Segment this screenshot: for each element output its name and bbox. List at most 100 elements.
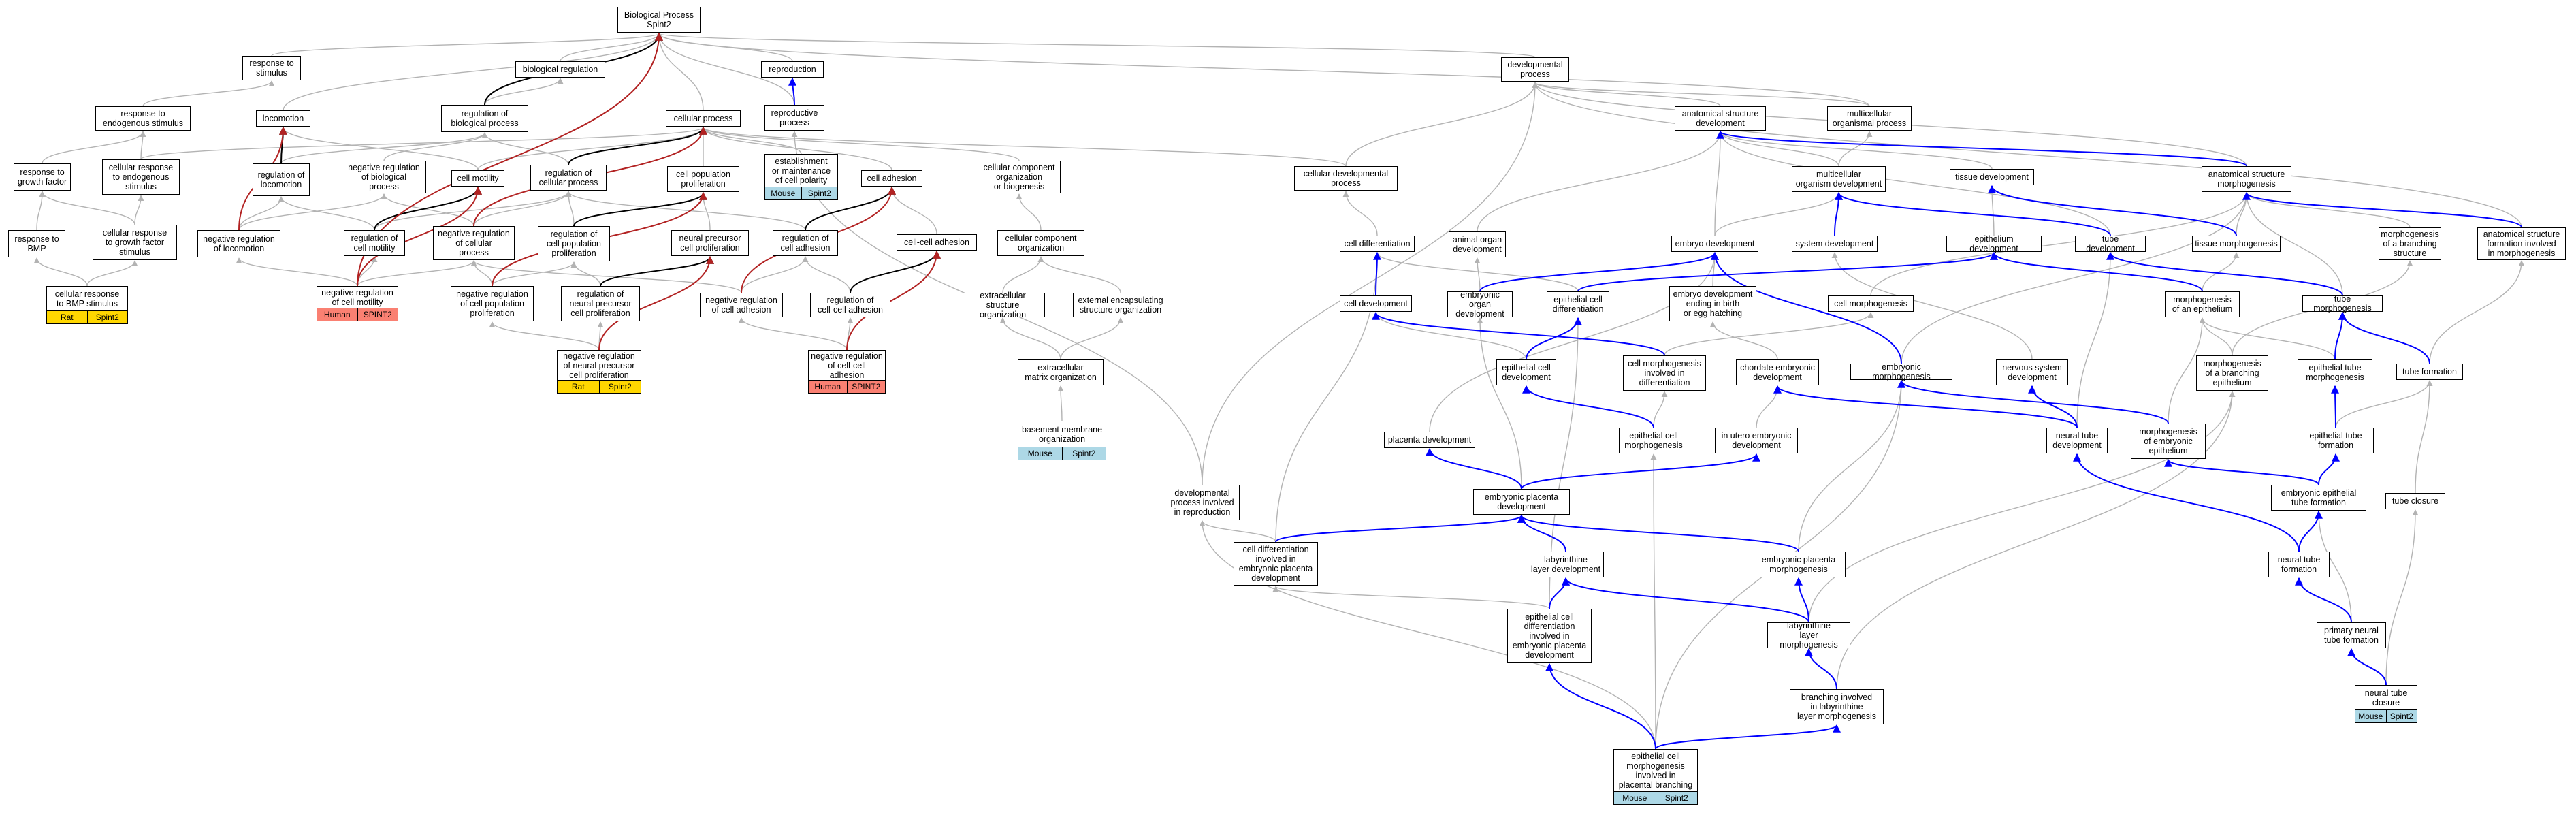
edge-neg-reg-neural-precursor-to-neural-precursor-prolif <box>598 255 714 351</box>
go-term-neg-reg-cellular-process: negative regulation of cellular process <box>433 226 515 260</box>
edge-basement-membrane-org-to-ecm-org <box>1057 385 1064 421</box>
edge-tube-development-to-multicellular-org-dev <box>1835 191 2111 236</box>
go-term-epithelial-cell-morph-placental: epithelial cell morphogenesis involved i… <box>1613 749 1698 791</box>
edge-epithelial-tube-formation-to-epithelial-tube-morph <box>2331 385 2340 428</box>
go-term-reg-bio-process: regulation of biological process <box>441 105 528 132</box>
edge-reg-cell-motility-to-cell-motility <box>374 186 482 231</box>
go-term-cell-pop-prolif: cell population proliferation <box>667 166 739 192</box>
gene-label: SPINT2 <box>846 381 885 393</box>
edge-tube-formation-to-anat-struct-formation <box>2429 260 2525 364</box>
go-term-cell-resp-bmp: cellular response to BMP stimulus <box>46 286 128 310</box>
edge-reproductive-process-to-reproduction <box>788 77 797 106</box>
gene-label: SPINT2 <box>357 308 398 321</box>
edge-nervous-system-dev-to-system-development <box>1831 252 2033 360</box>
edge-tissue-morphogenesis-to-tissue-development <box>1988 185 2237 236</box>
edge-neg-reg-cell-adhesion-to-reg-cell-adhesion <box>741 256 809 293</box>
edge-reg-cell-cell-adhesion-to-cell-cell-adhesion <box>850 250 941 293</box>
edge-neg-reg-bio-process-to-reg-bio-process <box>383 132 488 161</box>
edge-epithelial-cell-morph-placental-to-branching-labyrinthine <box>1655 724 1841 750</box>
edge-cellular-dev-process-to-cellular-process <box>700 127 1347 167</box>
edge-reg-neural-precursor-to-neural-precursor-prolif <box>600 255 714 287</box>
edge-anatomical-struct-morph-to-anatomical-struct-dev <box>1716 130 2247 167</box>
go-term-animal-organ-dev: animal organ development <box>1449 231 1506 257</box>
edge-neg-reg-neural-precursor-to-neg-reg-cell-pop-prolif <box>489 321 600 351</box>
edge-response-bmp-to-response-growth-factor <box>36 191 46 231</box>
edge-cell-development-to-cell-differentiation <box>1372 251 1381 296</box>
go-term-reproduction: reproduction <box>761 61 824 78</box>
edge-embryo-development-to-multicellular-org-dev <box>1714 192 1842 236</box>
edge-epithelial-tube-morph-to-morph-epithelium <box>2199 317 2336 360</box>
go-term-cell-differentiation: cell differentiation <box>1340 236 1415 252</box>
go-term-basement-membrane-org: basement membrane organization <box>1018 421 1106 447</box>
edge-morph-embryonic-epithelium-to-morph-epithelium <box>2168 317 2206 424</box>
go-term-ecm-org: extracellular matrix organization <box>1018 359 1104 385</box>
edge-cc-org-to-cc-org-biogenesis <box>1016 193 1042 231</box>
edge-embryonic-morphogenesis-to-embryo-development <box>1711 251 1902 364</box>
edge-response-stimulus-to-bp <box>271 33 662 57</box>
edge-cell-adhesion-to-cellular-process <box>700 127 892 171</box>
edge-cell-diff-placenta-to-dev-process-reproduction <box>1199 520 1276 543</box>
go-term-bp: Biological Process Spint2 <box>617 7 701 33</box>
edge-morph-epithelium-to-tissue-morphogenesis <box>2202 252 2240 292</box>
edge-neural-tube-dev-to-chordate-embryonic-dev <box>1773 385 2078 428</box>
go-term-embryonic-morphogenesis: embryonic morphogenesis <box>1850 362 1952 381</box>
edge-embryonic-placenta-morph-to-embryonic-morphogenesis <box>1798 380 1905 552</box>
edge-cell-resp-bmp-to-cell-resp-gf <box>86 260 138 287</box>
edge-reg-cell-pop-prolif-to-reg-cellular-process <box>565 191 575 227</box>
edge-neg-reg-cellular-process-to-reg-cellular-process <box>473 191 572 227</box>
edge-extracellular-struct-org-to-cc-org <box>1002 256 1044 293</box>
go-term-epithelial-tube-morph: epithelial tube morphogenesis <box>2298 359 2372 385</box>
go-term-epithelial-cell-morph: epithelial cell morphogenesis <box>1619 428 1688 453</box>
edge-morph-epithelium-to-epithelium-development <box>1990 251 2203 292</box>
go-term-neg-reg-cell-pop-prolif: negative regulation of cell population p… <box>451 286 534 321</box>
go-term-morph-epithelium: morphogenesis of an epithelium <box>2165 291 2240 317</box>
edge-morph-branching-structure-to-anatomical-struct-morph <box>2243 192 2411 228</box>
edge-neural-precursor-prolif-to-cell-pop-prolif <box>700 192 711 231</box>
go-term-labyrinthine-layer-morph: labyrinthine layer morphogenesis <box>1767 621 1850 650</box>
edge-reg-cell-cell-adhesion-to-reg-cell-adhesion <box>802 256 851 293</box>
edge-cell-morph-diff-to-cell-morphogenesis <box>1664 312 1874 356</box>
edge-tube-morphogenesis-to-anatomical-struct-morph <box>2243 192 2343 296</box>
go-term-cell-morph-diff: cell morphogenesis involved in different… <box>1623 355 1706 391</box>
go-term-tube-formation: tube formation <box>2396 364 2463 380</box>
species-label: Human <box>317 308 357 321</box>
edge-multicellular-org-dev-to-multicellular-org-process <box>1838 131 1873 167</box>
edge-embryonic-morphogenesis-to-anatomical-struct-morph <box>1901 192 2250 364</box>
edge-labyrinthine-layer-morph-to-morph-branching-epithelium <box>1808 391 2236 623</box>
species-label: Human <box>809 381 847 393</box>
edge-neural-tube-dev-to-nervous-system-dev <box>2028 385 2078 428</box>
go-term-embryo-dev-birth: embryo development ending in birth or eg… <box>1669 286 1756 321</box>
go-term-locomotion: locomotion <box>256 110 310 127</box>
edge-in-utero-embryonic-dev-to-chordate-embryonic-dev <box>1756 385 1781 428</box>
edge-biological-regulation-to-bp <box>560 33 662 62</box>
edge-reg-cell-motility-to-reg-locomotion <box>278 196 375 231</box>
edge-ecm-org-to-extracellular-struct-org <box>999 317 1061 360</box>
go-term-neg-reg-cell-cell-adhesion: negative regulation of cell-cell adhesio… <box>808 350 886 380</box>
go-term-primary-neural-tube-formation: primary neural tube formation <box>2317 622 2386 648</box>
edge-tube-development-to-anatomical-struct-dev <box>1717 131 2111 236</box>
edge-anatomical-struct-dev-to-developmental-process <box>1532 82 1721 107</box>
edge-multicellular-org-process-to-bp <box>656 33 1870 107</box>
edge-system-development-to-multicellular-org-dev <box>1834 191 1843 236</box>
edge-epithelial-cell-diff-to-epithelium-development <box>1577 251 1998 292</box>
go-term-cc-org: cellular component organization <box>997 230 1084 256</box>
edge-tube-morphogenesis-to-tube-development <box>2106 251 2343 296</box>
go-term-epithelial-cell-dev: epithelial cell development <box>1496 359 1556 385</box>
go-term-anatomical-struct-dev: anatomical structure development <box>1675 106 1766 131</box>
go-term-morph-branching-epithelium: morphogenesis of a branching epithelium <box>2196 355 2268 391</box>
edge-epithelial-cell-morph-to-epithelial-cell-dev <box>1522 385 1654 428</box>
gene-label: Spint2 <box>598 381 641 393</box>
species-label: Rat <box>47 311 87 323</box>
species-label: Mouse <box>2355 710 2386 722</box>
edge-embryonic-placenta-dev-to-in-utero-embryonic-dev <box>1521 453 1760 490</box>
gene-label: Spint2 <box>1061 447 1106 460</box>
go-term-cell-resp-gf: cellular response to growth factor stimu… <box>93 225 177 260</box>
edge-primary-neural-tube-formation-to-embryonic-epithelial-tube-formation <box>2315 511 2352 623</box>
go-term-reg-locomotion: regulation of locomotion <box>253 163 310 196</box>
go-term-cell-resp-endogenous: cellular response to endogenous stimulus <box>102 159 180 195</box>
